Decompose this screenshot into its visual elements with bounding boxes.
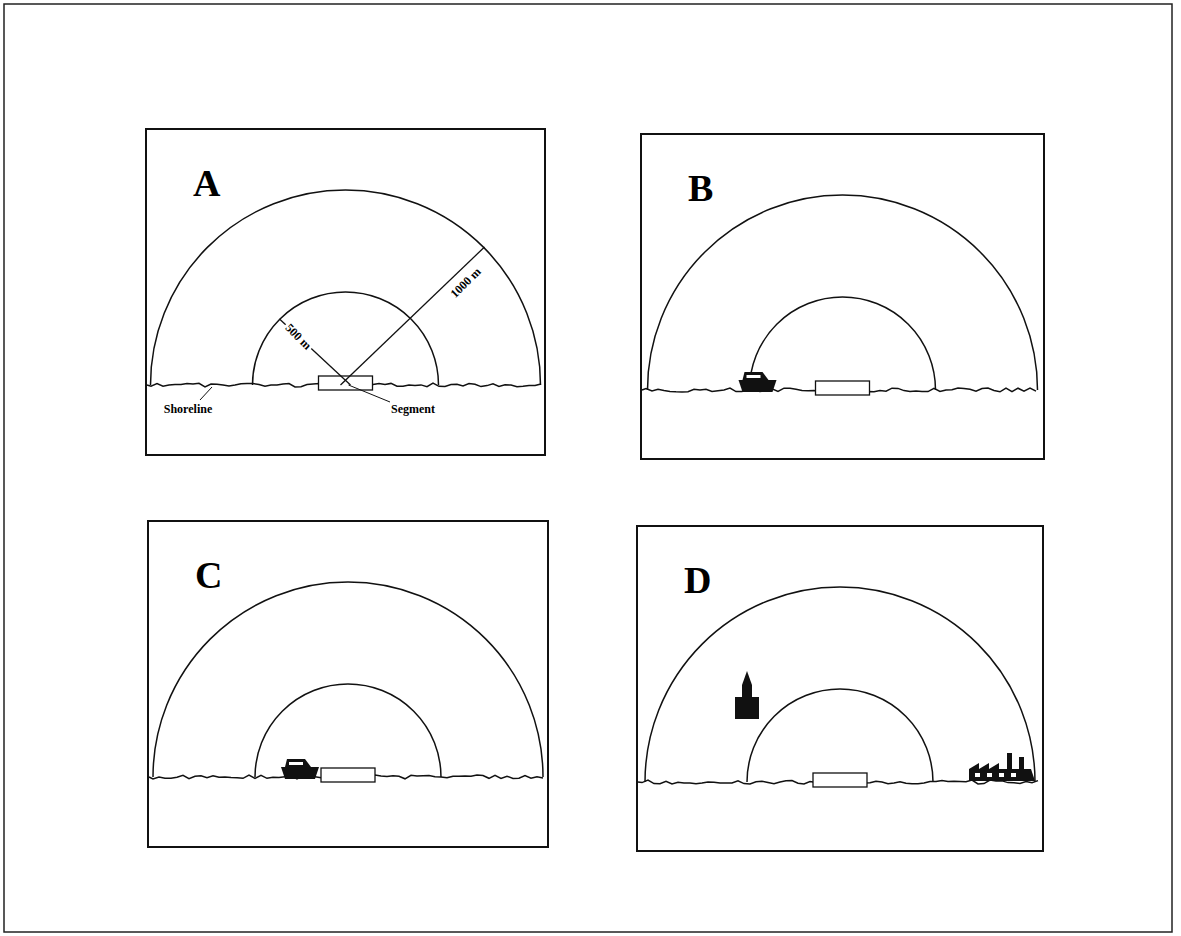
factory-window (999, 773, 1004, 777)
ship-window (747, 375, 761, 378)
factory-chimney (1007, 753, 1012, 769)
panel-frame: B (640, 133, 1045, 460)
ship-hull (281, 767, 319, 779)
segment-label: Segment (389, 403, 437, 416)
segment-box (319, 376, 373, 390)
outer-arc (151, 190, 541, 385)
church-spire (742, 671, 752, 685)
outer-arc (645, 587, 1035, 782)
segment-box (321, 768, 375, 782)
factory-window (975, 773, 980, 777)
panel-letter: B (688, 169, 713, 207)
inner-arc (750, 297, 936, 390)
panel-frame: D (636, 525, 1044, 852)
factory-window (1011, 773, 1016, 777)
outer-frame (4, 4, 1172, 932)
panel-frame: C (147, 520, 549, 848)
factory-window (987, 773, 992, 777)
ship-cabin (285, 759, 311, 767)
ship-hull (739, 380, 777, 392)
factory (969, 763, 1035, 781)
dimension-label: 1000 m (447, 264, 485, 302)
inner-arc (747, 689, 933, 782)
panel-letter: C (195, 556, 222, 594)
inner-arc (255, 684, 441, 777)
leader-line (200, 387, 212, 400)
shoreline-label: Shoreline (162, 403, 214, 416)
ship-cabin (743, 372, 769, 380)
church-body (735, 697, 759, 719)
panel-letter: D (684, 561, 711, 599)
church-tower (742, 685, 752, 699)
segment-box (816, 381, 870, 395)
outer-arc (153, 582, 543, 777)
dimension-label: 500 m (281, 320, 315, 354)
factory-chimney (1019, 757, 1024, 769)
radius-line (341, 247, 485, 385)
outer-arc (648, 195, 1038, 390)
radius-line (280, 319, 351, 385)
inner-arc (253, 292, 439, 385)
segment-box (813, 773, 867, 787)
panel-letter: A (193, 164, 220, 202)
leader-line (349, 385, 391, 402)
ship-window (289, 762, 303, 765)
